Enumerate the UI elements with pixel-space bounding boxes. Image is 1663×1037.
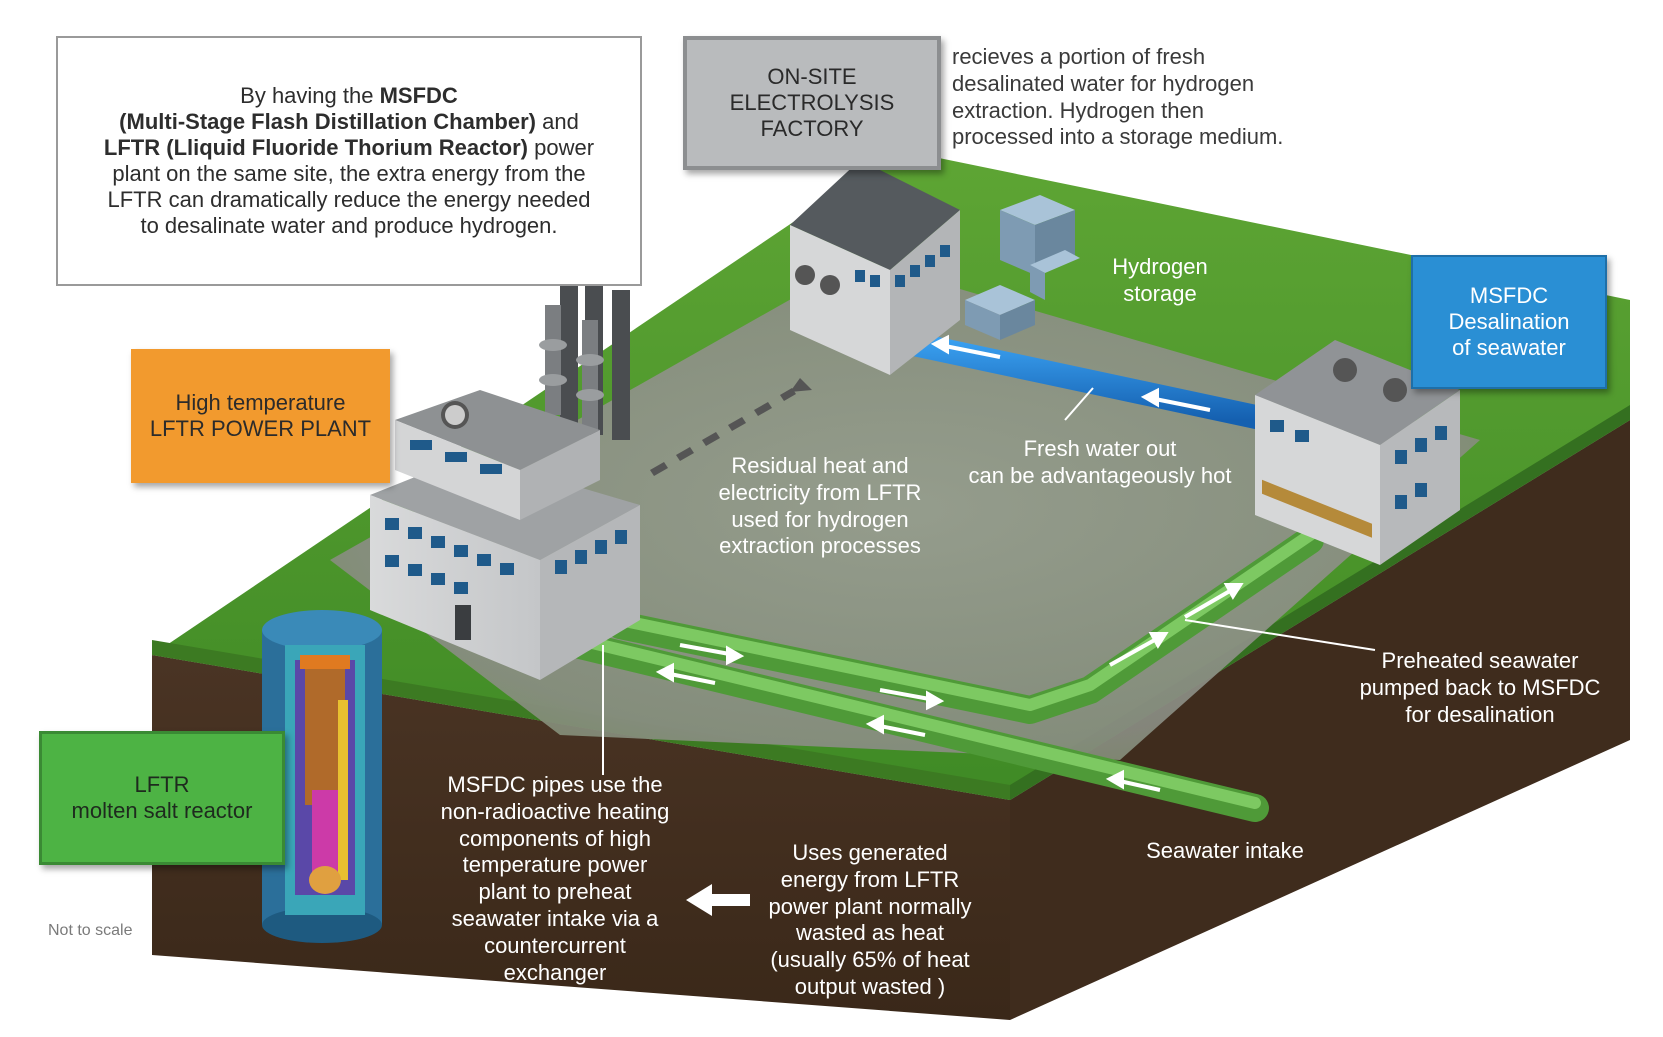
intro-line3-post: power xyxy=(528,135,595,161)
fresh-water-pipe xyxy=(883,328,1282,432)
electro-desc-line1: recieves a portion of fresh xyxy=(952,44,1206,69)
electrolysis-description: recieves a portion of fresh desalinated … xyxy=(952,44,1372,151)
msfdc-line1: MSFDC xyxy=(1469,283,1549,309)
pipes-line7: countercurrent xyxy=(484,932,626,958)
energy-line6: output wasted ) xyxy=(794,974,946,1000)
energy-line3: power plant normally xyxy=(768,893,972,919)
energy-line1: Uses generated xyxy=(792,840,948,865)
intro-line5: LFTR can dramatically reduce the energy … xyxy=(107,186,591,212)
hydrogen-storage-tanks xyxy=(965,195,1080,340)
intake-pipe-highlight xyxy=(574,634,1261,809)
pipes-line6: seawater intake via a xyxy=(451,906,659,932)
residual-line3: used for hydrogen xyxy=(731,506,909,532)
flow-arrows xyxy=(655,334,1244,792)
residual-line4: extraction processes xyxy=(719,533,921,559)
preheated-line3: for desalination xyxy=(1405,701,1555,727)
fresh-water-label: Fresh water out can be advantageously ho… xyxy=(950,436,1250,490)
leader-lines xyxy=(602,387,1376,775)
intro-line2-post: and xyxy=(535,109,579,135)
residual-heat-label: Residual heat and electricity from LFTR … xyxy=(690,453,950,560)
pipes-line2: non-radioactive heating xyxy=(440,798,670,824)
msfdc-line2: Desalination xyxy=(1448,309,1570,335)
electro-line3: FACTORY xyxy=(760,115,864,141)
power-plant-label: High temperature LFTR POWER PLANT xyxy=(131,349,390,483)
intro-callout: By having the MSFDC (Multi-Stage Flash D… xyxy=(56,36,642,286)
intro-line6: to desalinate water and produce hydrogen… xyxy=(140,212,558,238)
pipes-line4: temperature power xyxy=(462,852,648,878)
pipes-line8: exchanger xyxy=(503,959,607,985)
preheated-line1: Preheated seawater xyxy=(1381,648,1579,673)
electrolysis-factory-label: ON-SITE ELECTROLYSIS FACTORY xyxy=(683,36,941,170)
intro-line4: plant on the same site, the extra energy… xyxy=(112,161,586,186)
pipes-line3: components of high xyxy=(458,825,652,851)
residual-line2: electricity from LFTR xyxy=(718,479,922,505)
fresh-water-line2: can be advantageously hot xyxy=(968,462,1232,488)
msfdc-line3: of seawater xyxy=(1452,334,1566,360)
hydrogen-line2: storage xyxy=(1123,280,1197,306)
energy-line2: energy from LFTR xyxy=(780,866,960,892)
intro-msfdc-bold: MSFDC xyxy=(379,83,458,109)
heat-arrow xyxy=(650,378,812,476)
msfdc-building xyxy=(1255,340,1460,565)
energy-line4: wasted as heat xyxy=(796,920,944,946)
msfdc-label: MSFDC Desalination of seawater xyxy=(1411,255,1607,389)
residual-line1: Residual heat and xyxy=(731,453,909,478)
electro-desc-line4: processed into a storage medium. xyxy=(952,124,1284,150)
electrolysis-building xyxy=(790,160,960,375)
soil-front-right xyxy=(1010,420,1630,1020)
power-plant-line1: High temperature xyxy=(175,390,346,416)
energy-line5: (usually 65% of heat xyxy=(770,947,970,973)
preheated-seawater-label: Preheated seawater pumped back to MSFDC … xyxy=(1330,648,1630,728)
reactor-line1: LFTR xyxy=(134,772,190,798)
reactor-label: LFTR molten salt reactor xyxy=(39,731,285,865)
power-plant-line2: LFTR POWER PLANT xyxy=(149,416,372,441)
intro-line1-pre: By having the xyxy=(240,83,380,109)
fresh-water-line1: Fresh water out xyxy=(1023,436,1177,461)
intro-msfdc-full: (Multi-Stage Flash Distillation Chamber) xyxy=(119,109,536,135)
hydrogen-storage-label: Hydrogen storage xyxy=(1080,254,1240,308)
smokestacks xyxy=(539,265,630,440)
msfdc-pipes-label: MSFDC pipes use the non-radioactive heat… xyxy=(420,772,690,987)
preheated-line2: pumped back to MSFDC xyxy=(1359,674,1601,700)
intro-lftr-full: LFTR (Lliquid Fluoride Thorium Reactor) xyxy=(103,135,529,161)
power-plant-building xyxy=(370,390,640,680)
generated-energy-label: Uses generated energy from LFTR power pl… xyxy=(745,840,995,1001)
pipes-line1: MSFDC pipes use the xyxy=(447,772,663,797)
not-to-scale-note: Not to scale xyxy=(48,922,133,939)
electro-line1: ON-SITE xyxy=(767,64,857,90)
hydrogen-line1: Hydrogen xyxy=(1112,254,1208,279)
seawater-intake-label: Seawater intake xyxy=(1146,838,1304,863)
electro-desc-line3: extraction. Hydrogen then xyxy=(952,97,1204,123)
reactor-line2: molten salt reactor xyxy=(71,798,253,823)
electro-desc-line2: desalinated water for hydrogen xyxy=(952,70,1255,96)
pipes-line5: plant to preheat xyxy=(478,879,632,905)
left-white-arrow xyxy=(686,884,750,916)
electro-line2: ELECTROLYSIS xyxy=(729,90,895,116)
